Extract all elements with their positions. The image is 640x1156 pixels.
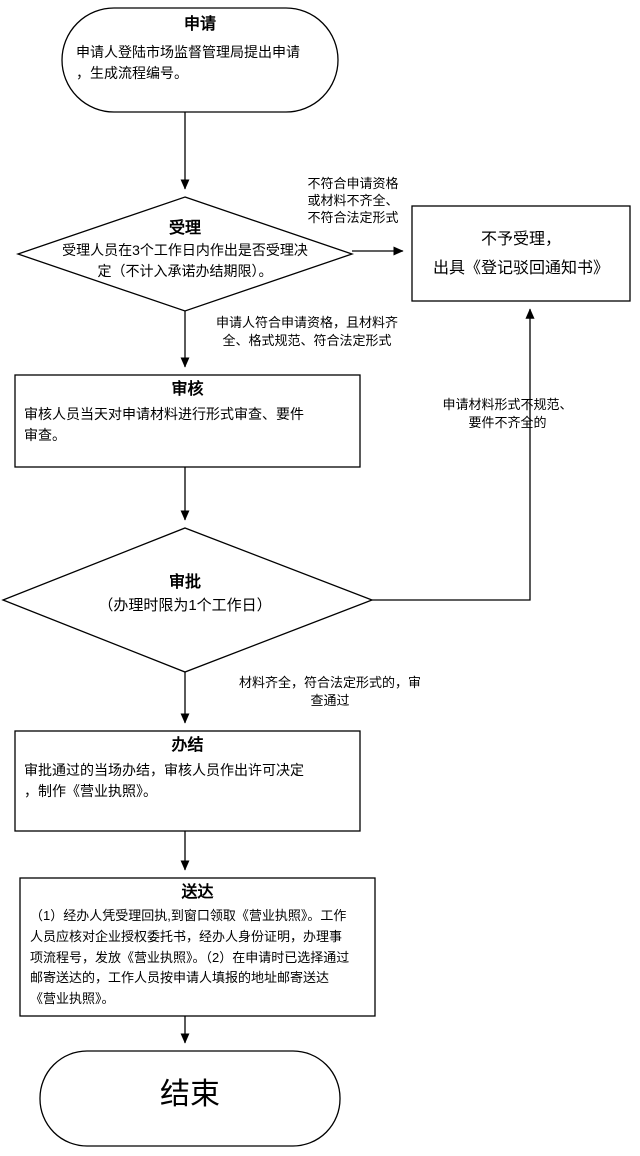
- deliver-node-body: （1）经办人凭受理回执,到窗口领取《营业执照》。工作人员应核对企业授权委托书，经…: [30, 908, 350, 1007]
- accept-node-title: 受理: [168, 220, 201, 237]
- review-node-body: 审核人员当天对申请材料进行形式审查、要件 审查。: [24, 406, 304, 443]
- complete-node-title: 办结: [171, 737, 204, 754]
- start-node-title: 申请: [183, 16, 216, 33]
- accept-node-body: 受理人员在3个工作日内作出是否受理决 定（不计入承诺办结期限）。: [62, 242, 308, 279]
- edge-approve-reject-arrow: [372, 308, 535, 601]
- start-node-shape: [61, 7, 339, 113]
- end-node-shape: [39, 1050, 341, 1147]
- reject-node-body: 不予受理， 出具《登记驳回通知书》: [432, 231, 609, 277]
- edge-label-approve-to-reject: 申请材料形式不规范、 要件不齐全的: [442, 397, 573, 430]
- approve-node-title: 审批: [168, 574, 201, 591]
- edge-label-accept-to-review: 申请人符合申请资格，且材料齐 全、格式规范、符合法定形式: [215, 315, 398, 349]
- review-node-title: 审核: [171, 381, 204, 398]
- complete-node-shape: [14, 730, 361, 832]
- start-node-body: 申请人登陆市场监督管理局提出申请 ，生成流程编号。: [76, 44, 300, 81]
- complete-node-body: 审批通过的当场办结，审核人员作出许可决定 ，制作《营业执照》。: [24, 762, 304, 799]
- end-node-title: 结束: [160, 1078, 220, 1111]
- deliver-node-shape: [19, 877, 376, 1017]
- reject-node-shape: [411, 205, 631, 302]
- edge-label-approve-to-complete: 材料齐全，符合法定形式的，审 查通过: [238, 675, 421, 709]
- review-node-shape: [14, 374, 361, 468]
- edge-label-accept-to-reject: 不符合申请资格 或材料不齐全、 不符合法定形式: [307, 176, 399, 225]
- deliver-node-title: 送达: [181, 884, 214, 901]
- approve-node-subtitle: （办理时限为1个工作日）: [98, 597, 272, 614]
